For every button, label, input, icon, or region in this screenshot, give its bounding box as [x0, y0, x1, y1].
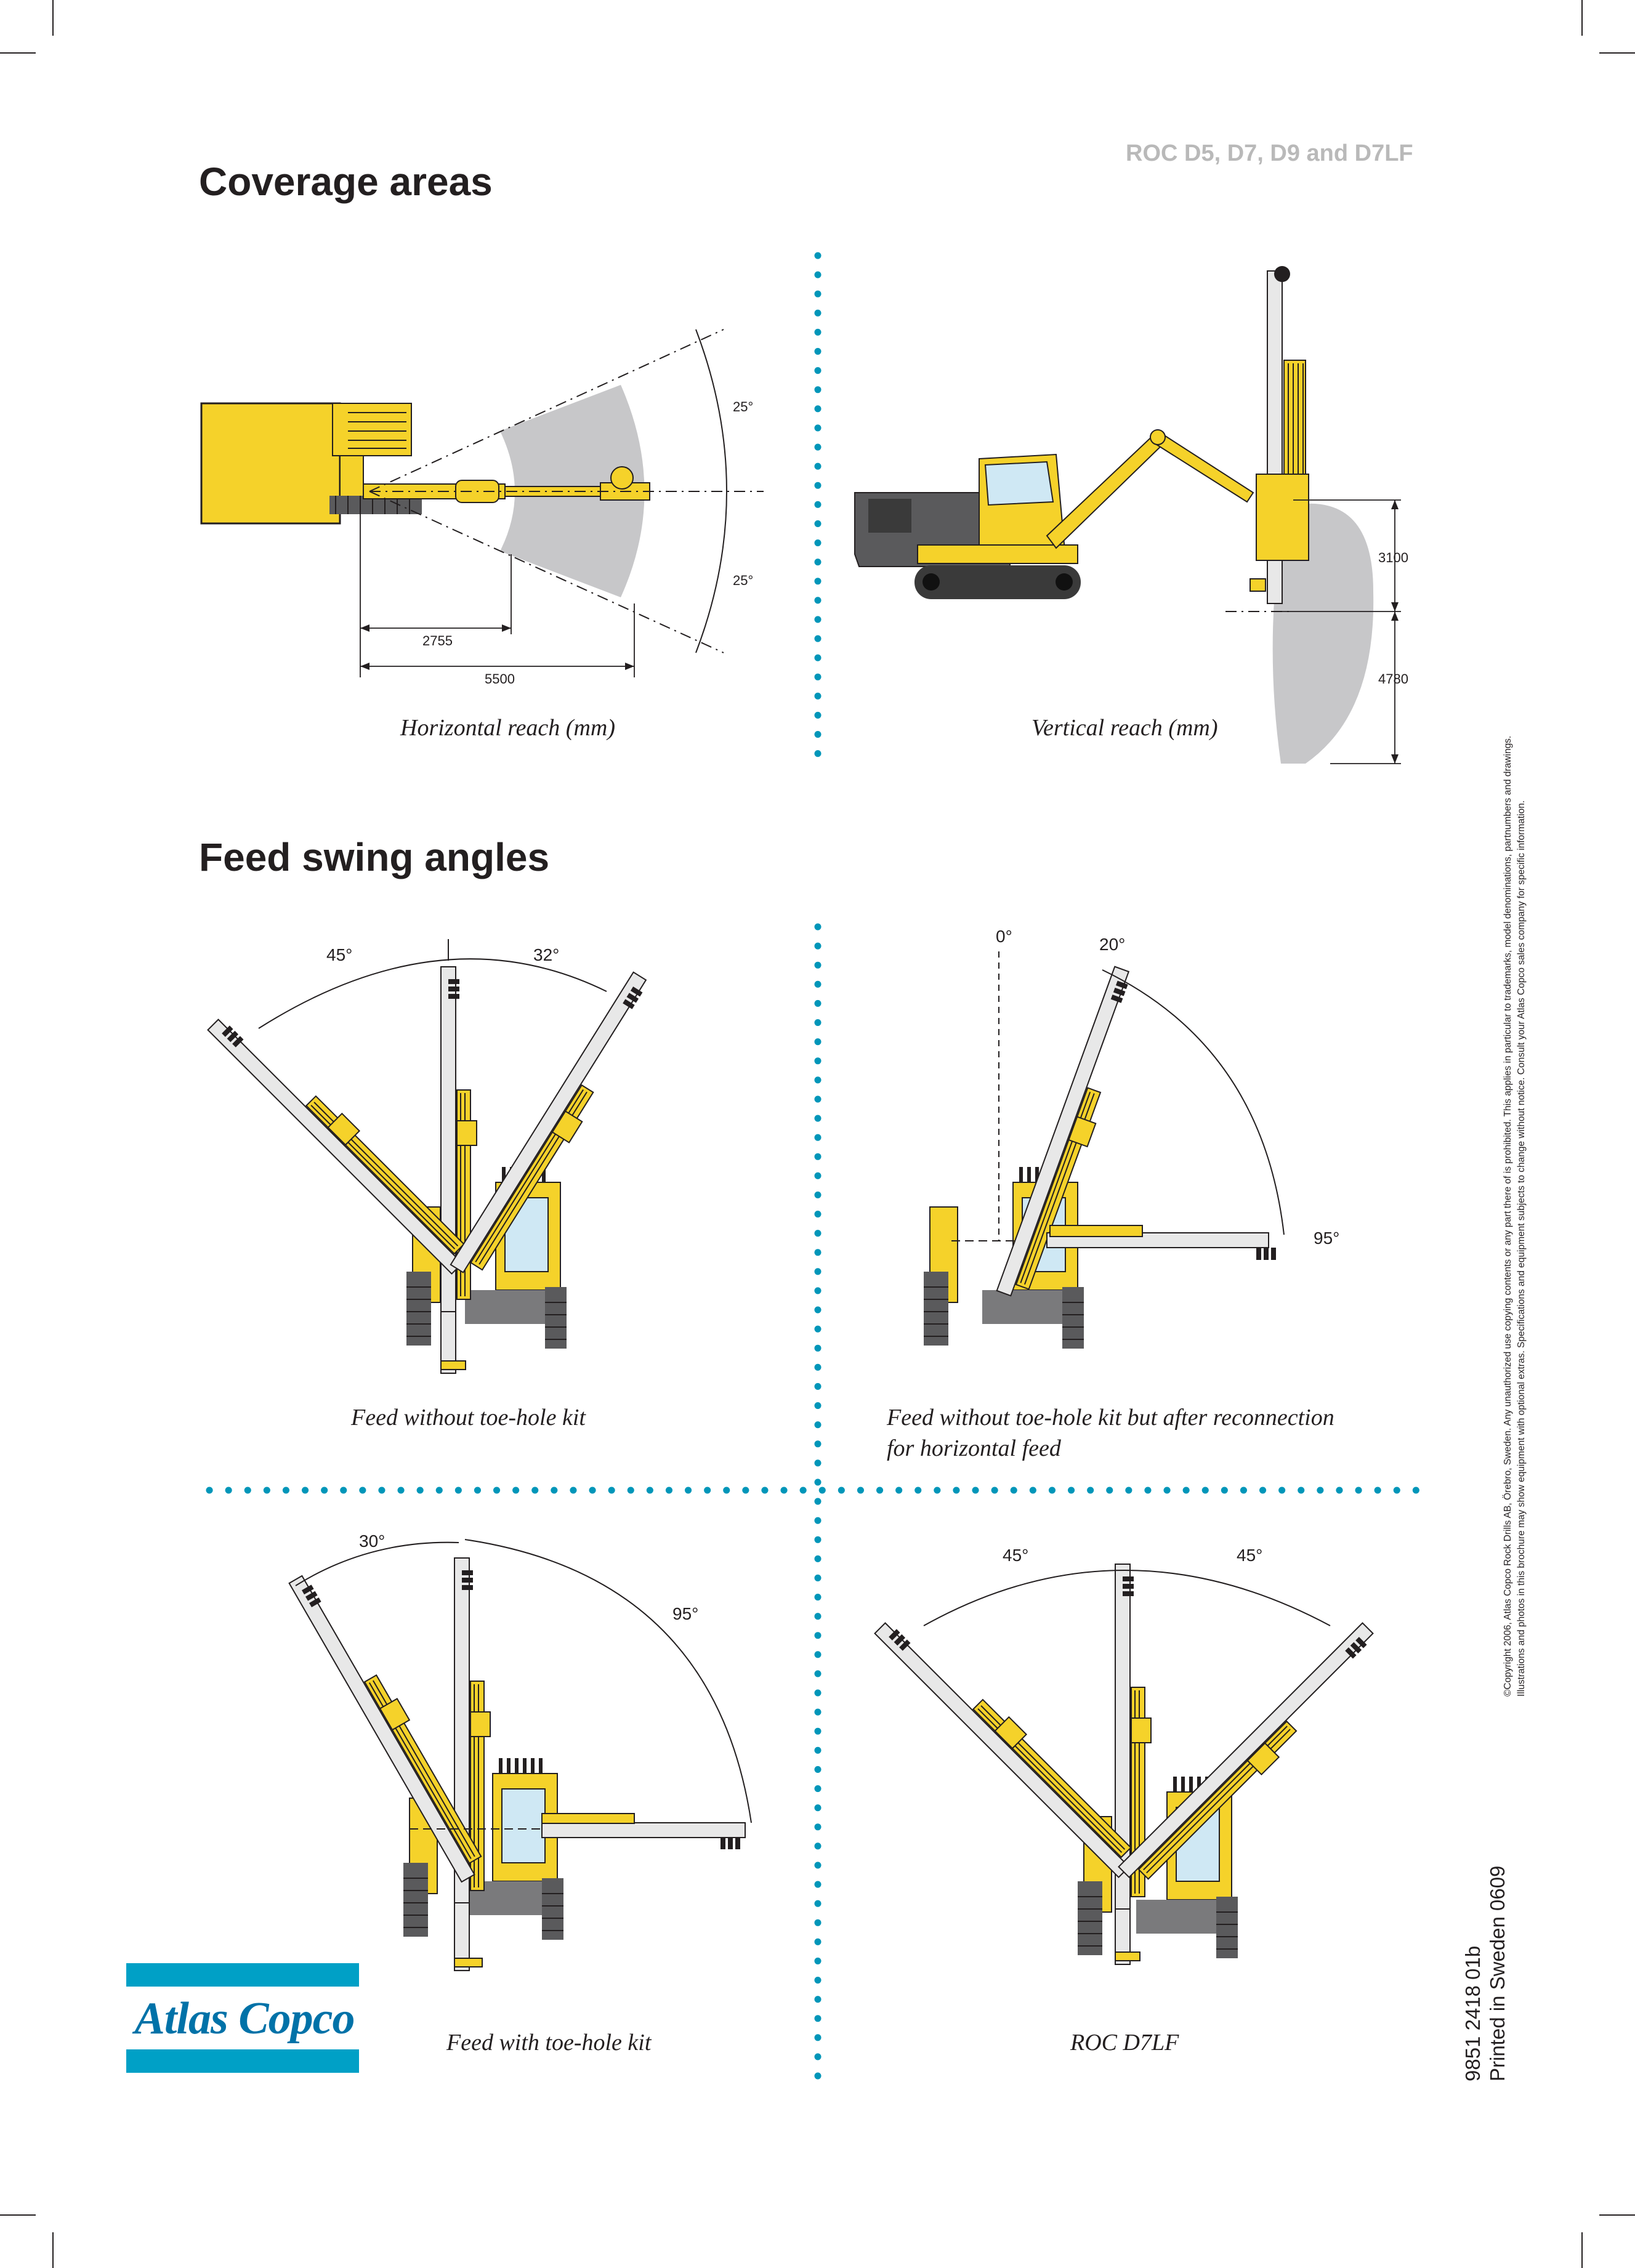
legal-line-2: Illustrations and photos in this brochur… — [1516, 800, 1527, 1697]
atlas-copco-logo-bars — [126, 1963, 359, 2073]
feed-swing-panel-3-diagram — [288, 1539, 752, 1971]
vertical-reach-diagram — [854, 266, 1401, 764]
feed-swing-panel-1-diagram — [207, 939, 664, 1374]
panel2-angle-zero: 0° — [996, 927, 1012, 946]
coverage-area-vertical — [1272, 503, 1374, 764]
document-title: ROC D5, D7, D9 and D7LF — [1126, 140, 1413, 166]
angle-bottom-label: 25° — [733, 573, 754, 588]
panel4-caption: ROC D7LF — [1070, 2030, 1179, 2056]
dimension-5500: 5500 — [485, 671, 515, 687]
dimension-3100: 3100 — [1378, 550, 1408, 565]
dimension-2755: 2755 — [422, 633, 453, 648]
panel1-caption: Feed without toe-hole kit — [351, 1405, 586, 1431]
horizontal-reach-caption: Horizontal reach (mm) — [400, 715, 615, 741]
coverage-areas-heading: Coverage areas — [199, 159, 493, 204]
panel2-angle-top: 20° — [1099, 935, 1126, 954]
feed-swing-angles-heading: Feed swing angles — [199, 835, 550, 879]
panel2-caption-line1: Feed without toe-hole kit but after reco… — [887, 1405, 1334, 1431]
feed-swing-panel-4-diagram — [874, 1564, 1389, 1965]
dimension-4780: 4780 — [1378, 671, 1408, 687]
printed-in: Printed in Sweden 0609 — [1486, 1865, 1509, 2081]
panel1-angle-right: 32° — [533, 945, 560, 964]
panel4-angle-right: 45° — [1237, 1546, 1263, 1565]
legal-line-1: ©Copyright 2006, Atlas Copco Rock Drills… — [1503, 735, 1513, 1697]
legal-notice: ©Copyright 2006, Atlas Copco Rock Drills… — [1501, 736, 1528, 1697]
panel3-angle-left: 30° — [359, 1532, 386, 1551]
document-number-block: 9851 2418 01b Printed in Sweden 0609 — [1461, 1866, 1510, 2081]
panel1-angle-left: 45° — [326, 945, 353, 964]
panel2-angle-side: 95° — [1314, 1229, 1340, 1248]
vertical-reach-caption: Vertical reach (mm) — [1031, 715, 1218, 741]
panel3-angle-right: 95° — [672, 1604, 699, 1623]
atlas-copco-logo: Atlas Copco — [134, 1993, 355, 2044]
panel2-caption-line2: for horizontal feed — [887, 1435, 1061, 1461]
panel4-angle-left: 45° — [1003, 1546, 1029, 1565]
panel3-caption: Feed with toe-hole kit — [446, 2030, 652, 2056]
document-number: 9851 2418 01b — [1461, 1945, 1484, 2081]
angle-top-label: 25° — [733, 399, 754, 414]
horizontal-reach-diagram — [200, 329, 764, 677]
feed-swing-panel-2-diagram — [923, 951, 1285, 1349]
